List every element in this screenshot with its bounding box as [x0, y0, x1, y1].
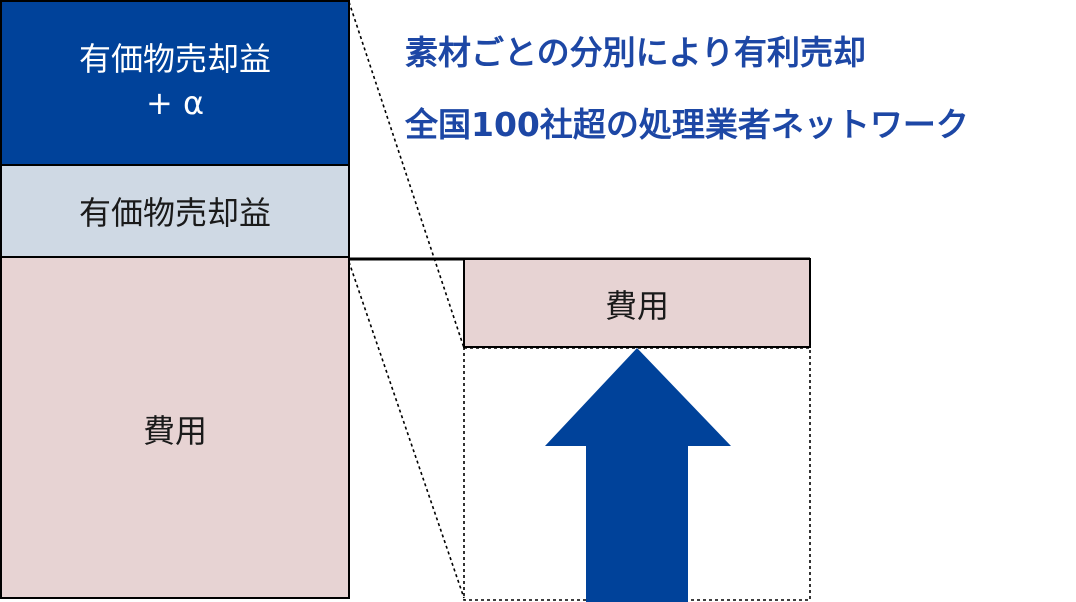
cost-box: [463, 258, 811, 348]
cost-box-label: 費用: [604, 287, 669, 325]
middle-block: [0, 164, 350, 258]
middle-block-label: 有価物売却益: [78, 194, 271, 232]
bottom-block-label: 費用: [142, 412, 207, 450]
projection-line-bottom: [348, 261, 465, 599]
top-block: [0, 0, 350, 166]
headline-1: 素材ごとの分別により有利売却: [405, 33, 867, 72]
top-block-line1: 有価物売却益: [78, 40, 271, 78]
projection-line-top: [348, 1, 465, 349]
headline-2: 全国100社超の処理業者ネットワーク: [405, 105, 969, 144]
top-block-line2: + α: [145, 84, 205, 122]
top-block-label: 有価物売却益 + α: [1, 36, 349, 126]
bottom-block: [0, 256, 350, 599]
up-arrow-icon: [545, 348, 731, 602]
